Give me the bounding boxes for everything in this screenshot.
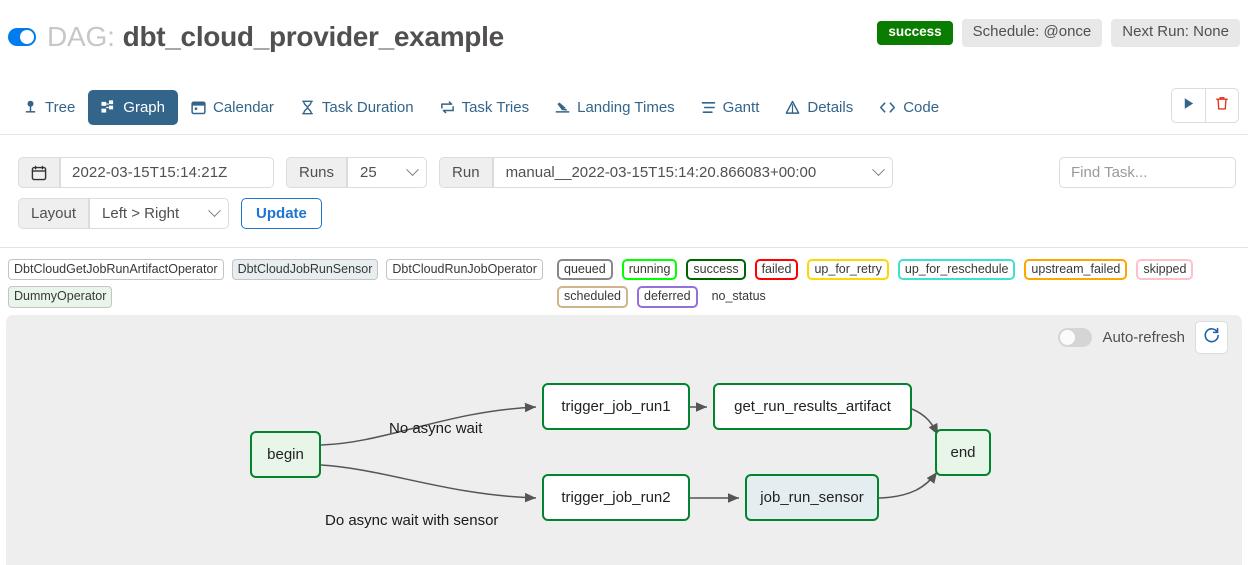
- tab-task-duration[interactable]: Task Duration: [287, 90, 427, 125]
- tab-details-label: Details: [807, 98, 854, 116]
- tab-gantt-label: Gantt: [722, 98, 760, 116]
- status-pill-scheduled[interactable]: scheduled: [557, 286, 628, 308]
- schedule-badge: Schedule: @once: [961, 19, 1103, 47]
- status-pill-up-for-reschedule[interactable]: up_for_reschedule: [897, 259, 1016, 281]
- graph-node-trigger-job-run2[interactable]: trigger_job_run2: [542, 474, 690, 521]
- chevron-down-icon: [871, 163, 885, 177]
- calendar-icon-button[interactable]: [18, 157, 60, 188]
- gantt-icon: [701, 100, 716, 115]
- status-pill-skipped[interactable]: skipped: [1136, 259, 1194, 281]
- tab-code-label: Code: [903, 98, 940, 116]
- tab-task-tries-label: Task Tries: [461, 98, 530, 116]
- graph-node-end[interactable]: end: [935, 429, 991, 476]
- tab-tree[interactable]: Tree: [10, 90, 88, 125]
- tab-graph[interactable]: Graph: [88, 89, 178, 125]
- graph-edges: [320, 402, 939, 503]
- status-pill-queued[interactable]: queued: [557, 259, 613, 281]
- tree-icon: [23, 100, 38, 115]
- tab-tree-label: Tree: [45, 98, 76, 116]
- tab-details[interactable]: Details: [772, 90, 866, 125]
- landing-icon: [555, 100, 570, 115]
- code-icon: [879, 100, 896, 115]
- details-icon: [785, 100, 800, 115]
- update-button[interactable]: Update: [241, 198, 322, 229]
- tab-task-tries[interactable]: Task Tries: [427, 90, 543, 125]
- tab-graph-label: Graph: [123, 98, 165, 116]
- chevron-down-icon: [208, 204, 221, 218]
- dag-label: DAG:: [47, 21, 115, 52]
- hourglass-icon: [300, 100, 315, 115]
- status-pill-success[interactable]: success: [686, 259, 746, 281]
- retry-icon: [440, 100, 455, 115]
- operator-legend: DbtCloudGetJobRunArtifactOperator DbtClo…: [8, 259, 548, 308]
- dag-action-buttons: [1171, 88, 1239, 123]
- status-legend: queued running success failed up_for_ret…: [548, 259, 1248, 308]
- operator-pill[interactable]: DummyOperator: [8, 286, 113, 308]
- tab-calendar[interactable]: Calendar: [178, 90, 287, 125]
- run-select-value: manual__2022-03-15T15:14:20.866083+00:00: [505, 164, 817, 181]
- find-task-input[interactable]: Find Task...: [1059, 157, 1236, 188]
- chevron-down-icon: [406, 163, 419, 177]
- runs-label: Runs: [286, 157, 348, 188]
- operator-pill[interactable]: DbtCloudGetJobRunArtifactOperator: [8, 259, 224, 281]
- base-date-group: 2022-03-15T15:14:21Z: [18, 157, 274, 188]
- layout-label: Layout: [18, 198, 90, 229]
- status-pill-running[interactable]: running: [621, 259, 678, 281]
- status-pill-failed[interactable]: failed: [754, 259, 799, 281]
- trigger-dag-button[interactable]: [1172, 89, 1205, 122]
- play-icon: [1182, 97, 1195, 115]
- graph-icon: [101, 99, 116, 115]
- dag-pause-toggle[interactable]: [8, 28, 36, 46]
- controls-row-1: 2022-03-15T15:14:21Z Runs 25 Run manual_…: [18, 157, 1236, 188]
- view-tabs: Tree Graph Calendar Task Duration Task T: [0, 80, 1248, 135]
- auto-refresh-toggle[interactable]: [1058, 328, 1093, 347]
- trash-icon: [1215, 96, 1229, 116]
- status-badge: success: [877, 20, 953, 45]
- graph-toolbar: Auto-refresh: [1058, 321, 1228, 354]
- runs-select[interactable]: 25: [347, 157, 428, 188]
- status-pill-deferred[interactable]: deferred: [637, 286, 698, 308]
- runs-group: Runs 25: [286, 157, 428, 188]
- tab-landing-times[interactable]: Landing Times: [542, 90, 688, 125]
- refresh-icon: [1203, 327, 1220, 349]
- graph-node-begin[interactable]: begin: [250, 431, 321, 478]
- tab-calendar-label: Calendar: [213, 98, 274, 116]
- edge-label-no-async-wait: No async wait: [389, 420, 483, 437]
- refresh-button[interactable]: [1195, 321, 1228, 354]
- edge-label-do-async-wait: Do async wait with sensor: [325, 512, 499, 529]
- layout-group: Layout Left > Right: [18, 198, 230, 229]
- base-date-input[interactable]: 2022-03-15T15:14:21Z: [60, 157, 274, 188]
- operator-pill[interactable]: DbtCloudRunJobOperator: [386, 259, 543, 281]
- graph-canvas[interactable]: Auto-refresh: [6, 315, 1242, 565]
- controls-row-2: Layout Left > Right Update: [18, 198, 1236, 229]
- tab-task-duration-label: Task Duration: [321, 98, 414, 116]
- auto-refresh-label: Auto-refresh: [1102, 329, 1185, 346]
- status-pill-no-status[interactable]: no_status: [711, 289, 766, 304]
- dag-header: DAG: dbt_cloud_provider_example: [0, 14, 1248, 60]
- runs-select-value: 25: [360, 164, 377, 181]
- calendar-icon: [191, 100, 206, 115]
- next-run-badge: Next Run: None: [1111, 19, 1240, 47]
- tab-landing-times-label: Landing Times: [577, 98, 675, 116]
- page-title: dbt_cloud_provider_example: [122, 21, 505, 52]
- graph-controls: 2022-03-15T15:14:21Z Runs 25 Run manual_…: [0, 136, 1248, 248]
- run-label: Run: [439, 157, 493, 188]
- layout-select[interactable]: Left > Right: [89, 198, 230, 229]
- graph-node-job-run-sensor[interactable]: job_run_sensor: [745, 474, 879, 521]
- dag-header-meta: success Schedule: @once Next Run: None: [877, 19, 1240, 47]
- layout-select-value: Left > Right: [102, 205, 180, 222]
- graph-legend: DbtCloudGetJobRunArtifactOperator DbtClo…: [0, 249, 1248, 311]
- status-pill-upstream-failed[interactable]: upstream_failed: [1024, 259, 1128, 281]
- graph-node-get-run-results-artifact[interactable]: get_run_results_artifact: [713, 383, 912, 430]
- delete-dag-button[interactable]: [1205, 89, 1238, 122]
- operator-pill[interactable]: DbtCloudJobRunSensor: [231, 259, 379, 281]
- run-select[interactable]: manual__2022-03-15T15:14:20.866083+00:00: [492, 157, 893, 188]
- graph-node-trigger-job-run1[interactable]: trigger_job_run1: [542, 383, 690, 430]
- status-pill-up-for-retry[interactable]: up_for_retry: [807, 259, 889, 281]
- tab-gantt[interactable]: Gantt: [688, 90, 773, 125]
- run-group: Run manual__2022-03-15T15:14:20.866083+0…: [439, 157, 893, 188]
- tab-code[interactable]: Code: [866, 90, 952, 125]
